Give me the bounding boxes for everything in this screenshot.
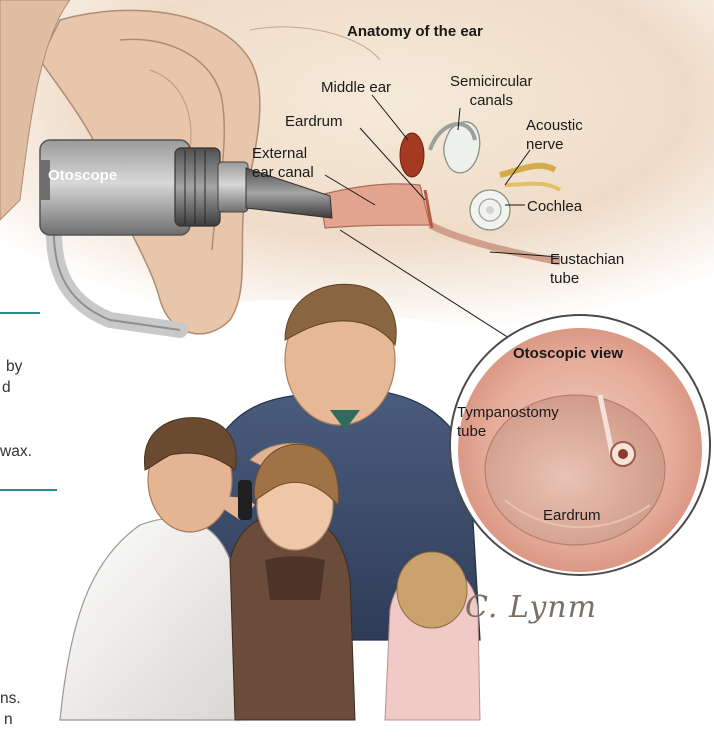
label-external-ear-canal: External ear canal — [252, 144, 314, 182]
diagram-title: Anatomy of the ear — [347, 22, 483, 41]
label-acoustic-nerve: Acoustic nerve — [526, 116, 583, 154]
text-fragment-5: n — [4, 710, 13, 730]
label-otoscopic-view: Otoscopic view — [513, 344, 623, 363]
label-semicircular-canals: Semicircular canals — [450, 72, 533, 110]
label-middle-ear: Middle ear — [321, 78, 391, 97]
label-tympanostomy-tube: Tympanostomy tube — [457, 403, 559, 441]
label-eardrum-inset: Eardrum — [543, 506, 601, 525]
artist-signature: C. Lynm — [465, 590, 597, 625]
text-fragment-4: ns. — [0, 689, 21, 709]
text-fragment-3: wax. — [0, 442, 32, 462]
label-eardrum: Eardrum — [285, 112, 343, 131]
text-fragment-2: d — [2, 378, 11, 398]
label-eustachian-tube: Eustachian tube — [550, 250, 624, 288]
text-fragment-1: by — [6, 357, 22, 377]
label-otoscope: Otoscope — [48, 166, 117, 185]
people-scene — [60, 284, 480, 720]
label-cochlea: Cochlea — [527, 197, 582, 216]
